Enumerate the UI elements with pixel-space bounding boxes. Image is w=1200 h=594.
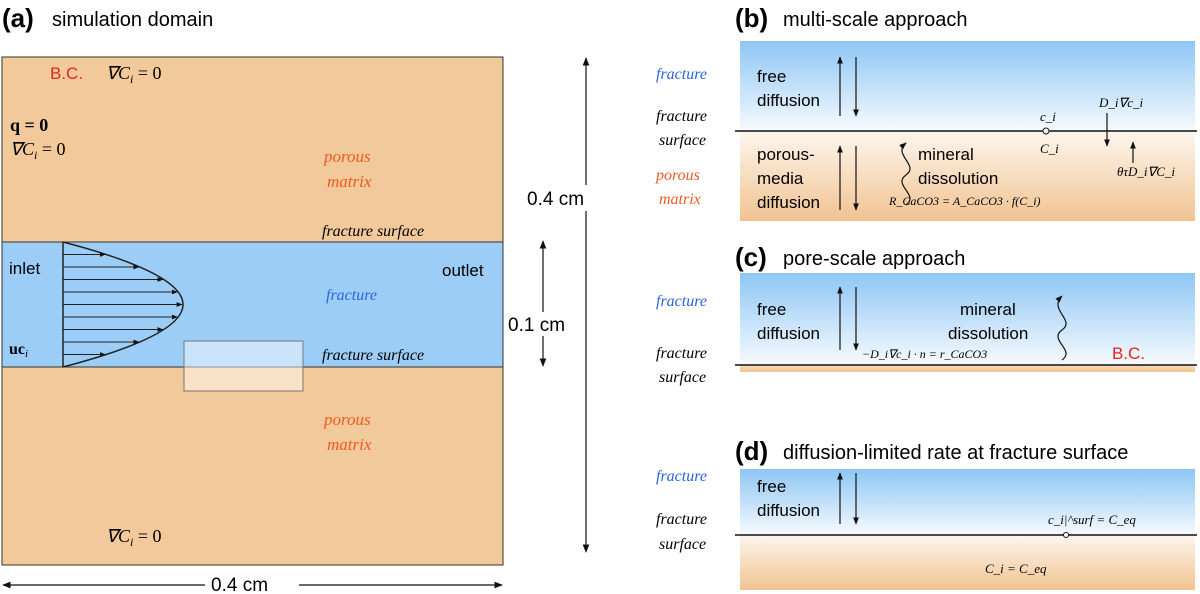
panel-b-porous-label-2: matrix [659, 191, 701, 208]
porous-matrix-bottom-label-1: porous [323, 410, 371, 429]
panel-d-fracture-surface-label-2: surface [659, 536, 706, 553]
fracture-dimension-label: 0.1 cm [508, 315, 565, 336]
panel-c-dissolution-wavy-arrow [1055, 295, 1067, 361]
panel-c-title: pore-scale approach [783, 248, 965, 270]
bc-top-equation: ∇Ci = 0 [106, 63, 162, 86]
bc-bottom-equation: ∇Ci = 0 [106, 526, 162, 549]
panel-c-fracture-surface-label-2: surface [659, 369, 706, 386]
height-dimension-label: 0.4 cm [527, 189, 584, 210]
bc-label-top: B.C. [50, 64, 83, 83]
panel-d-title: diffusion-limited rate at fracture surfa… [783, 442, 1128, 464]
porous-matrix-top [1, 56, 504, 243]
fracture-surface-bottom-label: fracture surface [322, 347, 424, 364]
panel-c-mineral-2: dissolution [948, 324, 1028, 343]
panel-b-dissolution-wavy-arrow [899, 142, 911, 206]
panel-c-free-diffusion-2: diffusion [757, 324, 820, 343]
panel-b-porous-label-1: porous [655, 167, 700, 184]
panel-d-matrix-equation: C_i = C_eq [985, 561, 1047, 576]
panel-b-fracture-region [740, 41, 1195, 131]
panel-c-mineral-1: mineral [960, 300, 1016, 319]
panel-d-surface-equation: c_i|^surf = C_eq [1048, 512, 1136, 527]
panel-b-free-diffusion-2: diffusion [757, 91, 820, 110]
panel-c-free-diffusion-1: free [757, 300, 786, 319]
panel-d-fracture-label: fracture [656, 468, 707, 485]
panel-d-interface-node [1063, 532, 1069, 538]
panel-d-free-diffusion-2: diffusion [757, 501, 820, 520]
panel-c-tag: (c) [735, 242, 767, 272]
panel-b-pm-diffusion-1: porous- [757, 145, 815, 164]
panel-a-title: simulation domain [52, 9, 213, 31]
panel-b-flux-bottom: θτD_i∇C_i [1117, 164, 1175, 179]
panel-b-mineral-2: dissolution [918, 169, 998, 188]
panel-c: (c) pore-scale approach fracture fractur… [656, 242, 1197, 386]
porous-matrix-top-label-1: porous [323, 147, 371, 166]
panel-b-ci-upper: C_i [1040, 141, 1059, 156]
zoom-window [183, 340, 304, 392]
panel-d-free-diffusion-1: free [757, 477, 786, 496]
panel-b-fracture-surface-label-1: fracture [656, 108, 707, 125]
panel-b-interface-node [1042, 127, 1050, 135]
panel-d-fracture-region [740, 469, 1195, 535]
panel-d-fracture-surface-label-1: fracture [656, 511, 707, 528]
parabolic-profile-curve [62, 241, 184, 368]
panel-c-bc-label: B.C. [1112, 344, 1145, 363]
left-bc-grad: ∇Ci = 0 [10, 139, 66, 162]
panel-c-bc-equation: −D_i∇c_i · n = r_CaCO3 [862, 347, 987, 361]
width-dimension-label: 0.4 cm [211, 575, 268, 594]
inlet-flux-label: uci [9, 341, 28, 360]
panel-b-title: multi-scale approach [783, 9, 968, 31]
panel-b-free-diffusion-1: free [757, 67, 786, 86]
velocity-arrows [63, 252, 183, 357]
panel-c-fracture-label: fracture [656, 293, 707, 310]
panel-c-fracture-region [740, 273, 1195, 365]
left-bc-q: q = 0 [10, 115, 48, 135]
panel-b-fracture-label: fracture [656, 66, 707, 83]
porous-matrix-bottom [1, 366, 504, 566]
panel-b-tag: (b) [735, 3, 768, 33]
porous-matrix-top-label-2: matrix [327, 172, 372, 191]
panel-b-pm-diffusion-3: diffusion [757, 193, 820, 212]
panel-d-tag: (d) [735, 436, 768, 466]
panel-a-tag: (a) [2, 3, 34, 33]
panel-a: (a) simulation domain B.C. ∇Ci = 0 q = 0… [1, 3, 600, 594]
panel-d: (d) diffusion-limited rate at fracture s… [656, 436, 1197, 590]
panel-b-pm-diffusion-2: media [757, 169, 804, 188]
fracture-surface-top-label: fracture surface [322, 223, 424, 240]
panel-d-matrix-region [740, 535, 1195, 590]
panel-b-rate-equation: R_CaCO3 = A_CaCO3 · f(C_i) [888, 194, 1041, 208]
velocity-profile [62, 241, 184, 368]
panel-b-mineral-1: mineral [918, 145, 974, 164]
panel-b-fracture-surface-label-2: surface [659, 132, 706, 149]
panel-b-matrix-region [740, 131, 1195, 221]
inlet-label: inlet [9, 259, 40, 278]
panel-b-ci-lower: c_i [1040, 109, 1056, 124]
outlet-label: outlet [442, 261, 484, 280]
porous-matrix-bottom-label-2: matrix [327, 435, 372, 454]
panel-c-matrix-strip [740, 365, 1195, 372]
panel-c-fracture-surface-label-1: fracture [656, 345, 707, 362]
fracture-label: fracture [326, 287, 377, 304]
panel-b-flux-top: D_i∇c_i [1098, 95, 1143, 110]
panel-b: (b) multi-scale approach fracture fractu… [655, 3, 1197, 221]
